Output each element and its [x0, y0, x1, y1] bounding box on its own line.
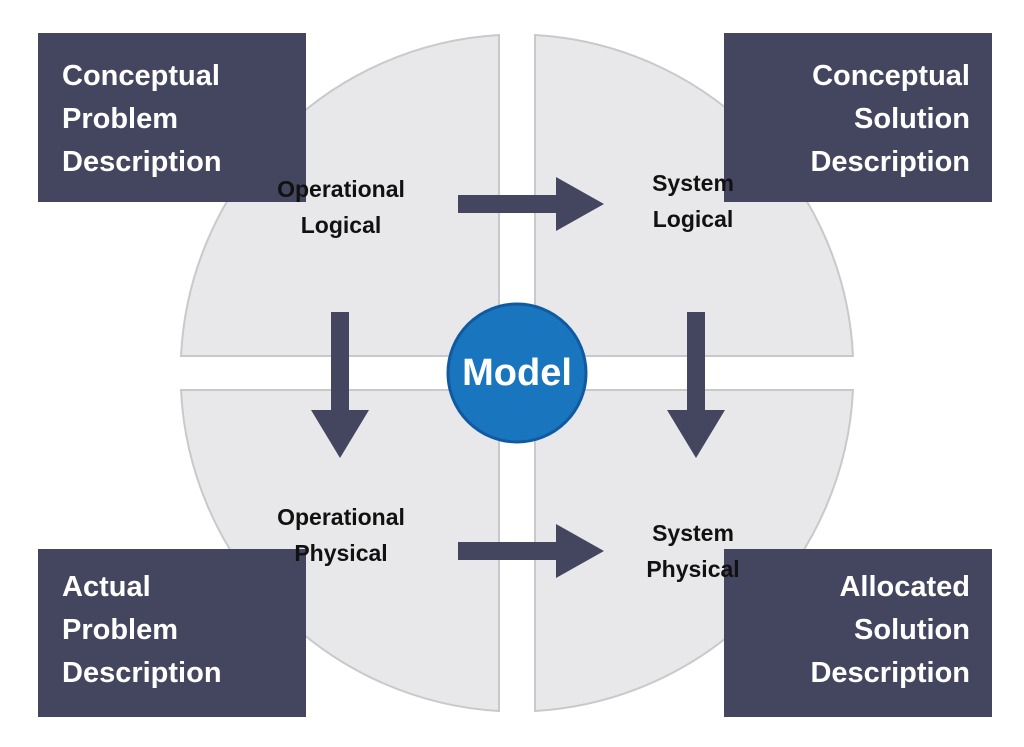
box-line: Solution [854, 614, 970, 646]
box-line: Description [810, 146, 970, 178]
arrow-right-top [458, 177, 604, 231]
actual-problem-description-box: Actual Problem Description [38, 549, 306, 717]
label-line: Physical [294, 540, 388, 566]
box-line: Description [62, 657, 222, 689]
box-line: Description [810, 657, 970, 689]
box-line: Description [62, 146, 222, 178]
box-line: Problem [62, 614, 179, 646]
label-line: Operational [277, 176, 405, 202]
box-line: Conceptual [62, 60, 220, 92]
system-logical-label: System Logical [583, 165, 803, 237]
label-line: System [652, 520, 734, 546]
operational-physical-label: Operational Physical [231, 499, 451, 571]
arrow-right-bottom [458, 524, 604, 578]
system-physical-label: System Physical [583, 515, 803, 587]
conceptual-solution-description-box: Conceptual Solution Description [724, 33, 992, 202]
model-circle [446, 302, 588, 444]
box-line: Problem [62, 103, 179, 135]
label-line: Physical [646, 556, 740, 582]
allocated-solution-description-box: Allocated Solution Description [724, 549, 992, 717]
arrow-down-right [667, 312, 725, 458]
box-line: Actual [62, 571, 151, 603]
label-line: Logical [300, 212, 382, 238]
box-line: Allocated [839, 571, 970, 603]
label-line: Logical [652, 206, 734, 232]
label-line: System [652, 170, 734, 196]
label-line: Operational [277, 504, 405, 530]
arrow-down-left [311, 312, 369, 458]
operational-logical-label: Operational Logical [231, 171, 451, 243]
box-line: Conceptual [812, 60, 970, 92]
model-label: Model [462, 352, 572, 394]
box-line: Solution [854, 103, 970, 135]
conceptual-problem-description-box: Conceptual Problem Description [38, 33, 306, 202]
